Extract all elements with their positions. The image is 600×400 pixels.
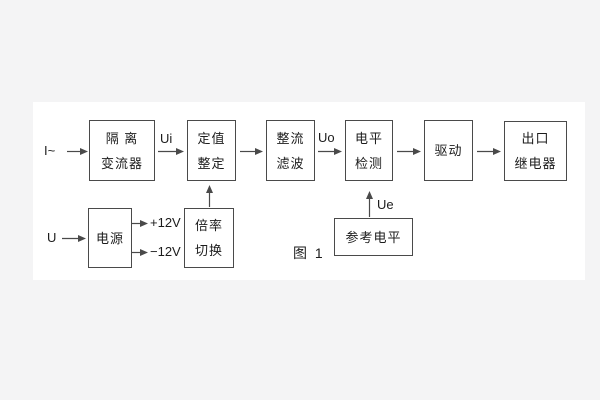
arrow-drive-to-relay bbox=[477, 148, 501, 155]
block-power-supply: 电源 bbox=[88, 208, 132, 268]
block-label: 继电器 bbox=[514, 156, 557, 171]
arrow-ratio-to-setting bbox=[206, 185, 213, 207]
block-setting-adjustment: 定值 整定 bbox=[187, 120, 236, 181]
arrow-setting-to-rectifier bbox=[240, 148, 263, 155]
signal-input-current: I~ bbox=[44, 143, 56, 158]
block-label: 变流器 bbox=[100, 155, 143, 171]
block-level-detection: 电平 检测 bbox=[345, 120, 393, 181]
arrow-isolation-to-setting bbox=[158, 148, 184, 155]
signal-rail-positive: +12V bbox=[150, 215, 181, 230]
block-reference-level: 参考电平 bbox=[334, 218, 413, 256]
block-output-relay: 出口 继电器 bbox=[504, 121, 567, 181]
block-label: 检测 bbox=[354, 155, 383, 171]
block-label: 参考电平 bbox=[345, 229, 402, 245]
block-label: 定值 bbox=[197, 130, 226, 146]
block-label: 滤波 bbox=[276, 155, 305, 171]
block-label: 整定 bbox=[197, 155, 226, 171]
arrow-reference-to-level bbox=[366, 191, 373, 217]
block-rectifier-filter: 整流 滤波 bbox=[266, 120, 315, 181]
block-label: 整流 bbox=[276, 130, 305, 146]
signal-uo: Uo bbox=[318, 130, 335, 145]
block-label: 电源 bbox=[95, 230, 124, 246]
arrow-rectifier-to-level bbox=[318, 148, 342, 155]
arrow-level-to-drive bbox=[397, 148, 421, 155]
signal-rail-negative: −12V bbox=[150, 244, 181, 259]
block-label: 电平 bbox=[354, 130, 383, 146]
arrow-input-current bbox=[67, 148, 88, 155]
signal-ui: Ui bbox=[160, 131, 173, 146]
block-label: 驱动 bbox=[434, 143, 463, 158]
signal-input-voltage: U bbox=[47, 230, 57, 245]
arrow-rail-positive bbox=[132, 220, 148, 227]
arrow-rail-negative bbox=[132, 249, 148, 256]
block-label: 出口 bbox=[521, 131, 550, 146]
block-ratio-switch: 倍率 切换 bbox=[184, 208, 234, 268]
signal-ue: Ue bbox=[377, 197, 394, 212]
block-drive: 驱动 bbox=[424, 120, 473, 181]
block-label: 切换 bbox=[194, 243, 223, 258]
figure-caption: 图 1 bbox=[293, 245, 325, 261]
block-label: 倍率 bbox=[194, 218, 223, 233]
block-label: 隔 离 bbox=[105, 130, 139, 146]
block-isolation-transformer: 隔 离 变流器 bbox=[89, 120, 155, 181]
arrow-input-voltage bbox=[62, 235, 86, 242]
